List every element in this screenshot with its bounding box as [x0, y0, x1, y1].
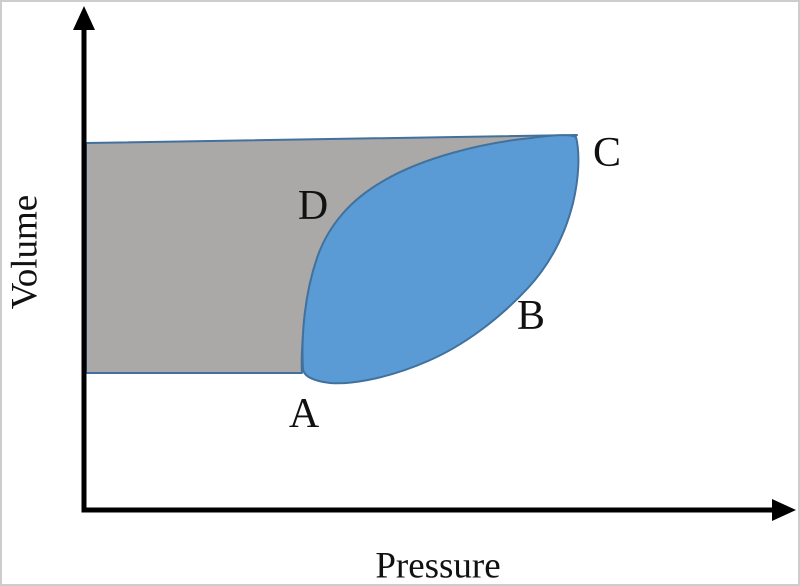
y-axis-arrowhead-icon [73, 6, 95, 30]
x-axis-arrowhead-icon [772, 499, 796, 521]
y-axis-title: Volume [4, 194, 46, 310]
point-label-a: A [288, 391, 320, 437]
x-axis-line [81, 507, 777, 513]
y-axis-line [81, 24, 87, 512]
cycle-lens-shape [301, 134, 580, 385]
point-label-c: C [592, 130, 622, 176]
point-label-b: B [516, 293, 546, 339]
point-label-d: D [297, 183, 329, 229]
x-axis-title: Pressure [375, 545, 501, 586]
